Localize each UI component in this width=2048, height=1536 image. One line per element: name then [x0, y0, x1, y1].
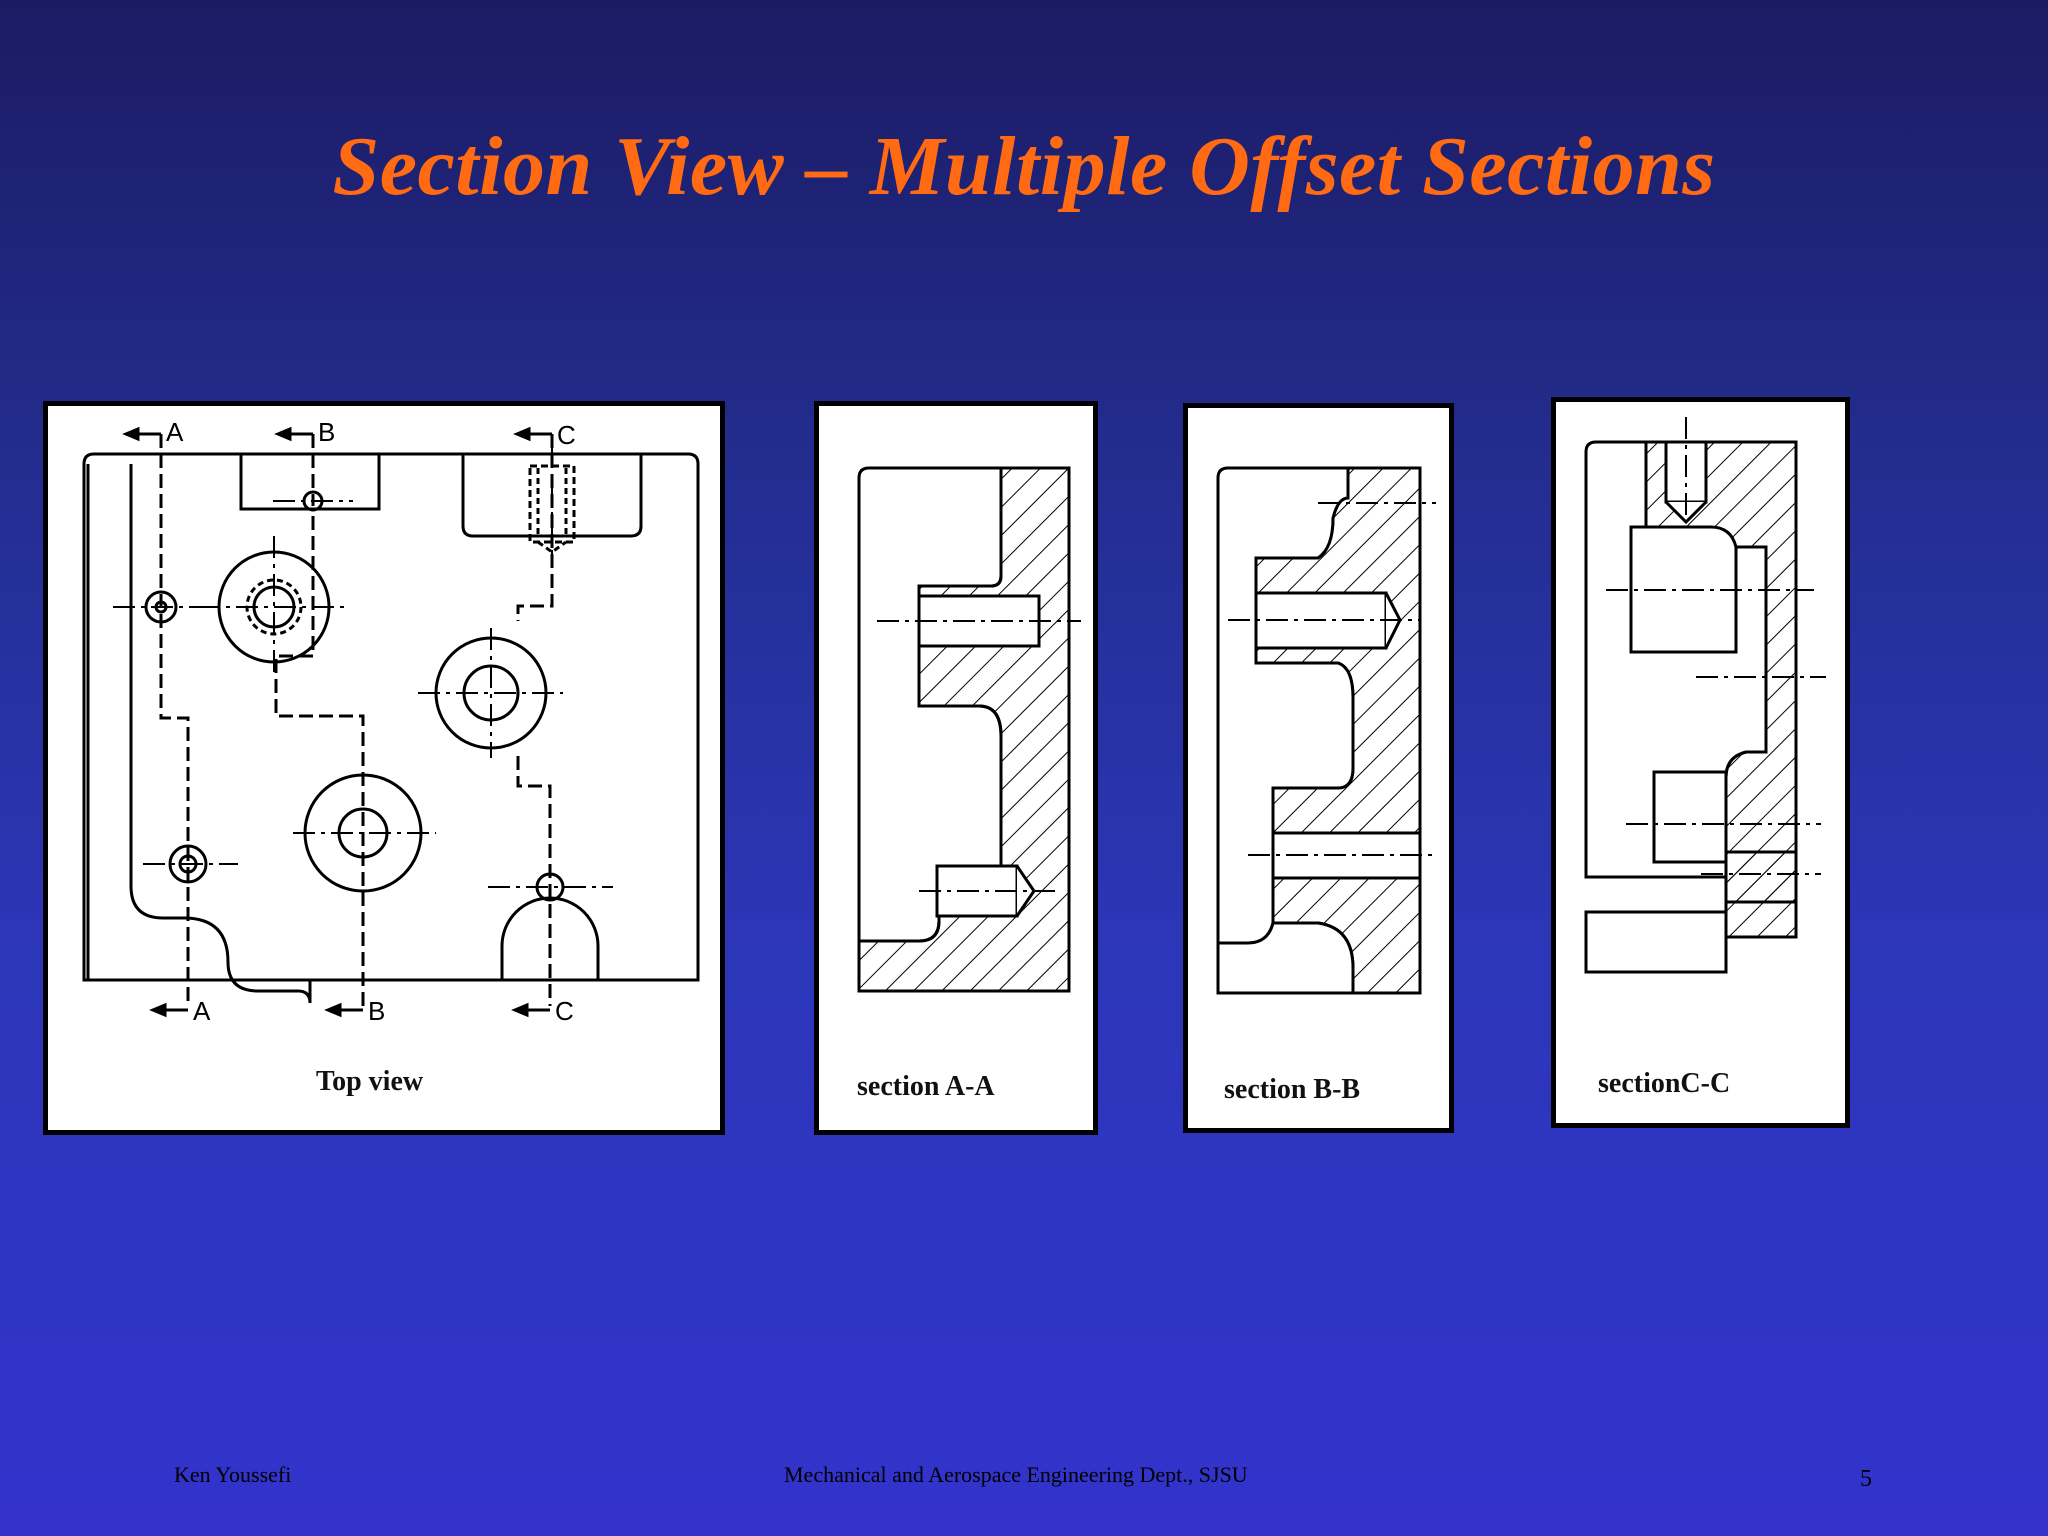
plane-label-c-top: C [557, 420, 576, 450]
section-a-drawing [857, 466, 1081, 993]
section-b-drawing [1216, 466, 1436, 995]
footer-author: Ken Youssefi [174, 1462, 292, 1487]
section-a-panel: section A-A [814, 401, 1098, 1135]
footer-page-number: 5 [1860, 1466, 1872, 1492]
plane-label-b-bottom: B [368, 996, 385, 1026]
plane-label-a-bottom: A [193, 996, 211, 1026]
plane-label-c-bottom: C [555, 996, 574, 1026]
top-view-panel: A B C A B C Top view [43, 401, 725, 1135]
section-c-caption: sectionC-C [1598, 1068, 1731, 1099]
plane-label-a-top: A [166, 417, 184, 447]
slide-title: Section View – Multiple Offset Sections [332, 120, 1716, 213]
top-view-drawing: A B C A B C [82, 417, 700, 1026]
section-c-drawing [1584, 417, 1826, 974]
section-b-caption: section B-B [1224, 1074, 1361, 1105]
plane-label-b-top: B [318, 417, 335, 447]
section-c-panel: sectionC-C [1551, 397, 1850, 1128]
footer-department: Mechanical and Aerospace Engineering Dep… [784, 1462, 1248, 1487]
top-view-caption: Top view [316, 1066, 424, 1097]
section-a-caption: section A-A [857, 1071, 995, 1102]
section-b-panel: section B-B [1183, 403, 1454, 1133]
